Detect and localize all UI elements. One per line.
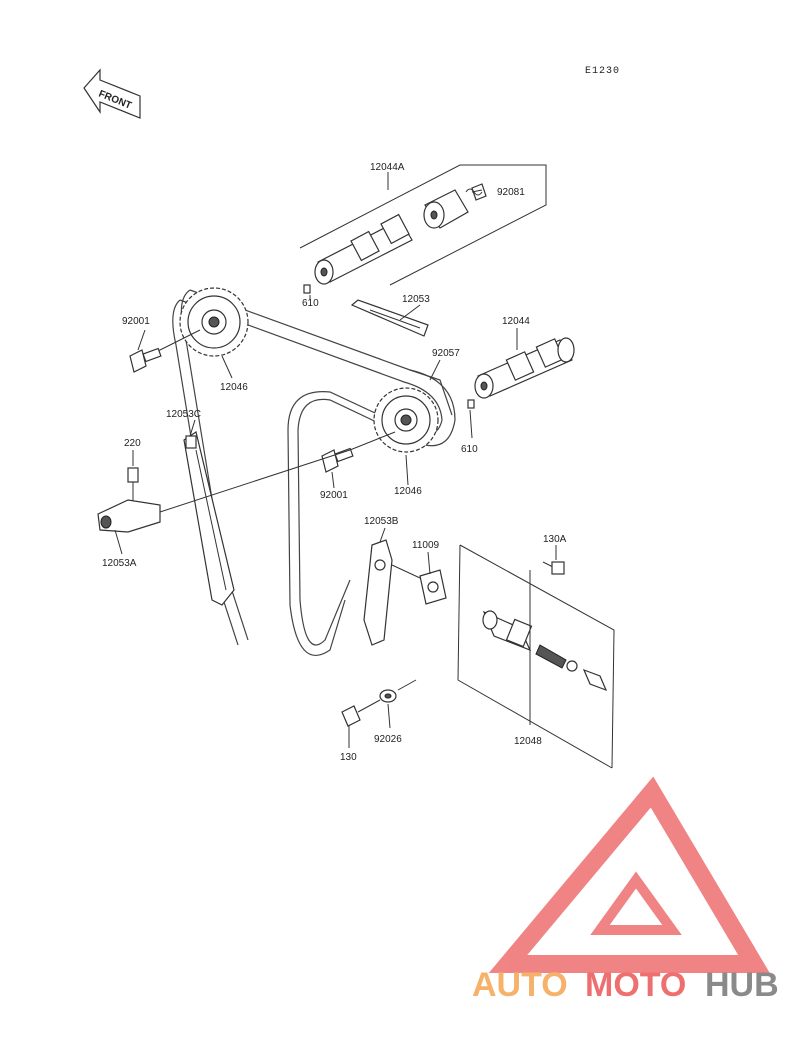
chain-guide-top xyxy=(350,299,429,337)
bolt-92001-upper xyxy=(129,329,201,373)
bolt-92001-lower xyxy=(321,431,396,473)
label-12053: 12053 xyxy=(402,294,430,305)
label-610-upper: 610 xyxy=(302,298,319,309)
dowel-pin-upper xyxy=(303,284,311,294)
label-12053a: 12053A xyxy=(102,558,137,569)
label-12048: 12048 xyxy=(514,736,542,747)
label-92001-lower: 92001 xyxy=(320,490,348,501)
washer-92026 xyxy=(379,679,417,703)
bolt-130 xyxy=(341,699,381,727)
camshaft-upper xyxy=(314,183,487,285)
label-12044a: 12044A xyxy=(370,162,405,173)
label-130: 130 xyxy=(340,752,357,763)
label-220: 220 xyxy=(124,438,141,449)
chain-guide-left xyxy=(183,431,235,606)
label-12046-lower: 12046 xyxy=(394,486,422,497)
leader-lines xyxy=(114,189,557,748)
bracket-12044a xyxy=(299,164,547,286)
label-92026: 92026 xyxy=(374,734,402,745)
label-92081: 92081 xyxy=(497,187,525,198)
bracket-12048 xyxy=(457,544,615,769)
front-arrow-icon: FRONT xyxy=(83,68,141,119)
guide-block-12053a xyxy=(97,449,351,533)
bolt-130a xyxy=(542,561,565,575)
label-610-lower: 610 xyxy=(461,444,478,455)
sprocket-upper xyxy=(179,287,249,357)
label-92001-upper: 92001 xyxy=(122,316,150,327)
chain-guide-right xyxy=(363,539,421,646)
label-12046-upper: 12046 xyxy=(220,382,248,393)
label-11009: 11009 xyxy=(412,540,440,551)
watermark-logo xyxy=(488,776,770,973)
sprocket-lower xyxy=(373,387,439,453)
watermark-auto: AUTO xyxy=(472,966,568,1004)
dowel-pin-lower xyxy=(467,399,475,409)
tensioner-assembly xyxy=(482,610,608,692)
watermark-moto: MOTO xyxy=(585,966,686,1004)
label-92057: 92057 xyxy=(432,348,460,359)
diagram-code: E1230 xyxy=(585,66,620,77)
label-130a: 130A xyxy=(543,534,567,545)
label-12053c: 12053C xyxy=(166,409,201,420)
gasket-11009 xyxy=(419,569,447,605)
label-12053b: 12053B xyxy=(364,516,399,527)
watermark-hub: HUB xyxy=(705,966,779,1004)
watermark-triangle-icon xyxy=(488,776,770,973)
camshaft-lower xyxy=(474,337,575,399)
label-12044: 12044 xyxy=(502,316,530,327)
